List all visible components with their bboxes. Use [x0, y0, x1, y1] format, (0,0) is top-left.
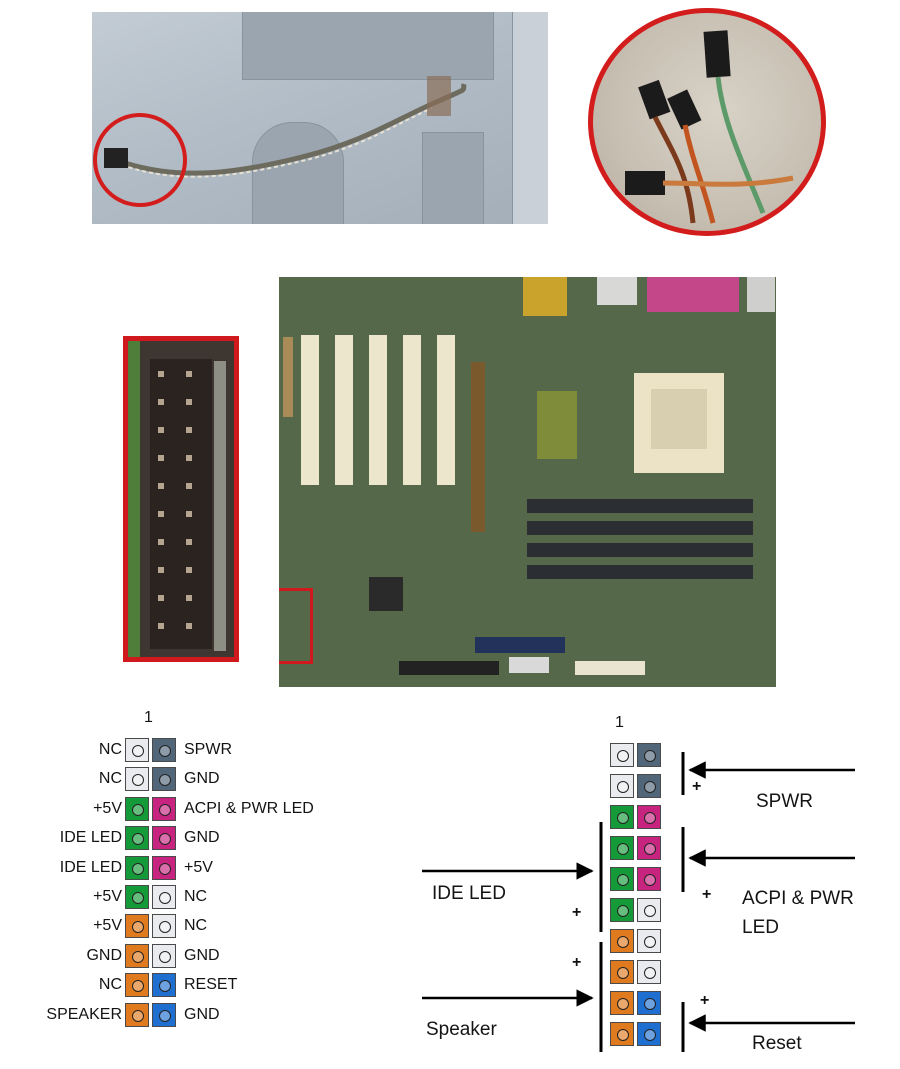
pin-right-4: [152, 826, 176, 850]
ide-led-label: IDE LED: [432, 884, 506, 904]
pin-right-9: [152, 973, 176, 997]
left-pin-label: IDE LED: [60, 858, 122, 878]
right-pin-label: GND: [184, 1005, 220, 1025]
case-interior-photo: [92, 12, 548, 224]
front-panel-cable: [92, 12, 548, 224]
left-pin-label: IDE LED: [60, 828, 122, 848]
pin-header-grid: NC SPWR NC GND +5V ACPI & PWR LED IDE LED GND ID…: [0, 700, 450, 1069]
pin-right-8: [152, 944, 176, 968]
pin-right-1: [152, 738, 176, 762]
pin-assignment-diagram: 1 NCSPWRNCGND+5VACPI & PWR LEDIDE LEDGND…: [0, 700, 450, 1069]
right-pin-label: GND: [184, 769, 220, 789]
connector-orientation-diagram: 1 SPWR IDE LED ACPI & PWR LED Speaker Re…: [400, 700, 900, 1069]
pin-right-3: [152, 797, 176, 821]
pin-left-3: [125, 797, 149, 821]
plus-speaker: +: [572, 954, 581, 972]
right-pin-label: GND: [184, 946, 220, 966]
pin-left-4: [125, 826, 149, 850]
pin-right-6: [152, 885, 176, 909]
left-pin-label: +5V: [93, 887, 122, 907]
plus-acpi: +: [702, 886, 711, 904]
right-pin-label: RESET: [184, 975, 237, 995]
left-pin-label: +5V: [93, 916, 122, 936]
front-panel-header-highlight: [279, 588, 313, 664]
pin-left-6: [125, 885, 149, 909]
left-pin-label: SPEAKER: [46, 1005, 122, 1025]
pin-left-5: [125, 856, 149, 880]
acpi-pwr-led-label-line1: ACPI & PWR: [742, 889, 854, 909]
reset-label: Reset: [752, 1034, 802, 1054]
spwr-label: SPWR: [756, 792, 813, 812]
plus-reset: +: [700, 992, 709, 1010]
right-pin-label: NC: [184, 887, 207, 907]
pin-left-10: [125, 1003, 149, 1027]
right-pin-label: ACPI & PWR LED: [184, 799, 314, 819]
left-pin-label: NC: [99, 975, 122, 995]
motherboard-photo: [279, 277, 776, 687]
pin-left-9: [125, 973, 149, 997]
header-zoom-photo: [123, 336, 239, 662]
pin-right-2: [152, 767, 176, 791]
left-pin-label: +5V: [93, 799, 122, 819]
plus-spwr: +: [692, 778, 701, 796]
right-pin-label: SPWR: [184, 740, 232, 760]
plus-ide: +: [572, 904, 581, 922]
right-pin-label: GND: [184, 828, 220, 848]
left-pin-label: NC: [99, 740, 122, 760]
left-pin-label: NC: [99, 769, 122, 789]
right-pin-label: NC: [184, 916, 207, 936]
speaker-label: Speaker: [426, 1020, 497, 1040]
pin-left-2: [125, 767, 149, 791]
connector-closeup-photo: [588, 8, 826, 236]
pin-right-10: [152, 1003, 176, 1027]
pin-right-5: [152, 856, 176, 880]
pin-left-7: [125, 914, 149, 938]
acpi-pwr-led-label-line2: LED: [742, 918, 779, 938]
pin-left-1: [125, 738, 149, 762]
left-pin-label: GND: [86, 946, 122, 966]
right-pin-label: +5V: [184, 858, 213, 878]
pin-right-7: [152, 914, 176, 938]
pin-left-8: [125, 944, 149, 968]
